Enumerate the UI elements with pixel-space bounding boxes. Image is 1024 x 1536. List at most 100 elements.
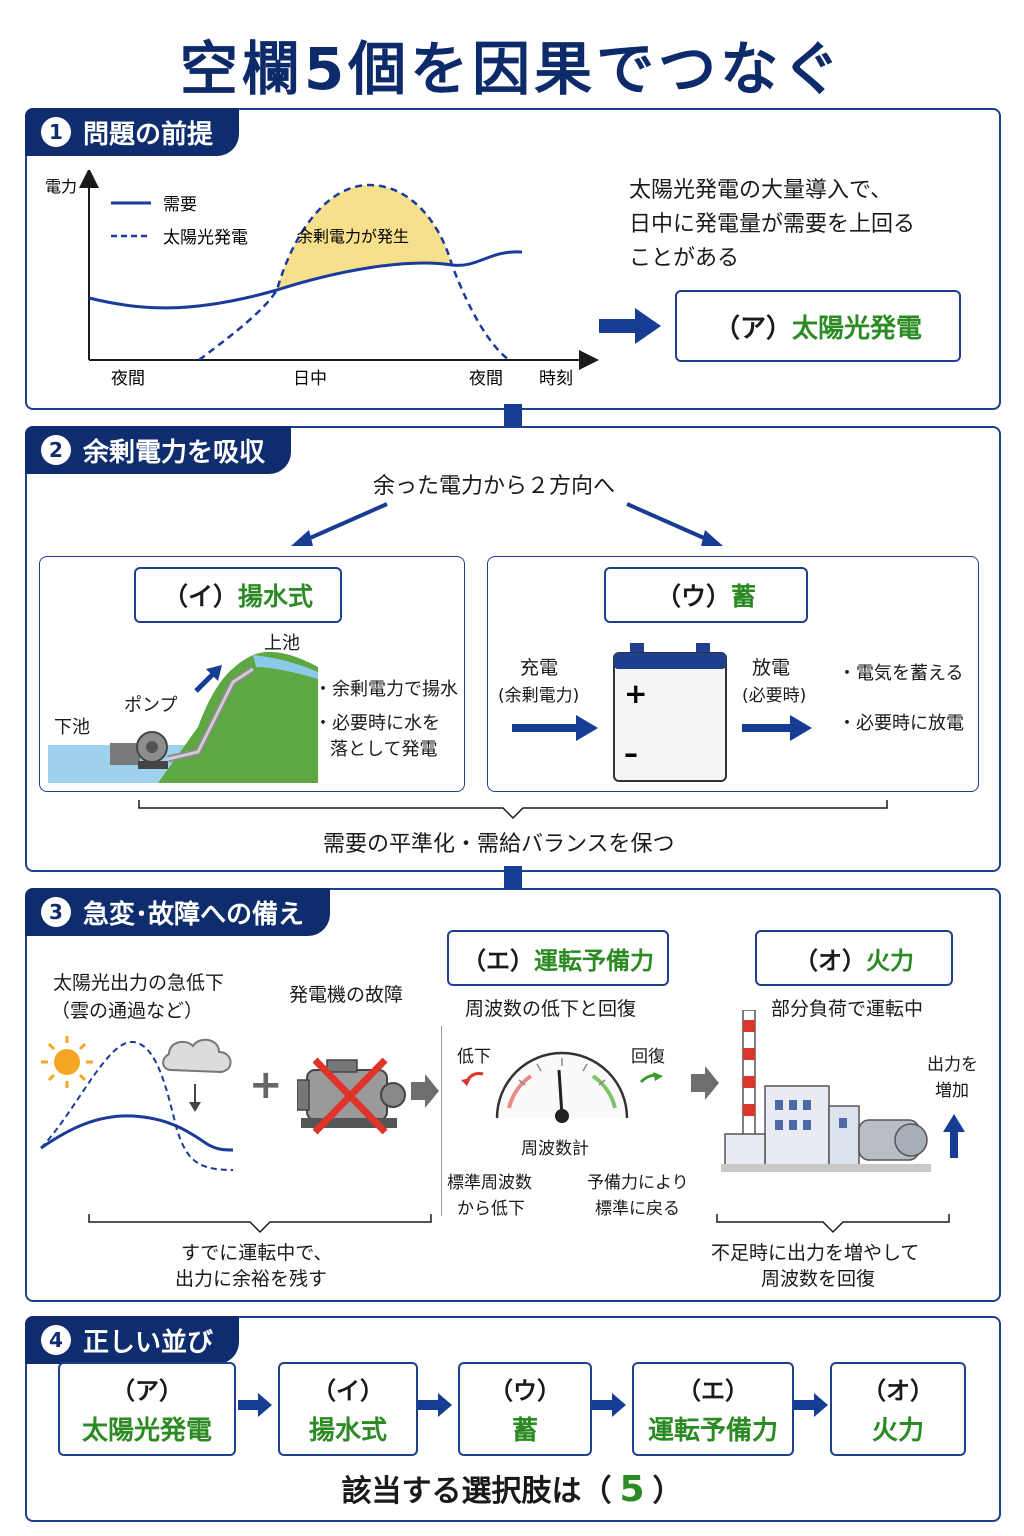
bottom-right-line-2: 周波数を回復 [761,1268,876,1290]
answer-box-e: （エ） 運転予備力 [447,930,669,986]
answer-value-u: 蓄 [731,582,757,611]
x-tick-night1: 夜間 [111,369,145,389]
battery-icon: + – [613,643,727,782]
final-answer-number: 5 [619,1469,645,1510]
section-header-4: 4 正しい並び [25,1316,240,1364]
discharge-sublabel: (必要時) [742,686,807,706]
answer-key-o: （オ） [794,946,866,975]
summary-brace [138,800,888,820]
upper-pond-label: 上池 [264,633,300,654]
pumped-bullet-2b: 落として発電 [330,739,438,760]
battery-plus: + [624,677,647,710]
left-brace [88,1214,432,1234]
order-item-1: （ア） 太陽光発電 [58,1362,236,1456]
section-title-1: 問題の前提 [83,119,214,150]
section-number-2: 2 [41,435,71,465]
page-title: 空欄5個を因果でつなぐ [179,35,845,103]
charge-label: 充電 [520,657,559,679]
chart-xlabel: 時刻 [539,369,573,389]
arrow-right-icon [599,308,661,344]
legend-solar: 太陽光発電 [163,228,248,248]
battery-bullet-1: ・電気を蓄える [838,663,964,684]
solar-drop-line-1: 太陽光出力の急低下 [53,972,225,994]
thermal-caption: 部分負荷で運転中 [771,998,924,1020]
divider [441,1026,442,1216]
right-brace [716,1214,950,1234]
note-left-2: から低下 [457,1199,525,1219]
note-left-1: 標準周波数 [447,1173,532,1193]
chevron-right-icon [411,1074,439,1108]
cloud-icon [162,1038,232,1074]
recover-arrow-icon [639,1072,663,1084]
gauge-recover-label: 回復 [631,1047,665,1067]
answer-value-a: 太陽光発電 [792,313,923,344]
chevron-right-icon [691,1066,719,1100]
note-right-1: 予備力により [587,1173,689,1193]
surplus-area [277,185,452,290]
order-key-4: （エ） [677,1377,749,1405]
section-number-4: 4 [41,1325,71,1355]
order-key-1: （ア） [111,1377,183,1405]
section-header-3: 3 急変･故障への備え [25,888,331,936]
output-up-line-1: 出力を [927,1055,978,1075]
section-title-4: 正しい並び [83,1327,214,1358]
answer-box-u: （ウ） 蓄 [604,567,808,623]
answer-box-i: （イ） 揚水式 [134,567,342,623]
order-key-5: （オ） [862,1377,934,1405]
order-value-3: 蓄 [511,1416,538,1446]
pumped-storage-panel: （イ） 揚水式 上池 ポンプ 下池 ・余剰電力で揚水 ・必要時に水を 落として発… [39,556,465,792]
order-value-4: 運転予備力 [647,1416,778,1446]
x-tick-day: 日中 [293,369,327,389]
gauge-name: 周波数計 [521,1139,589,1159]
section-header-2: 2 余剰電力を吸収 [25,426,292,474]
order-value-1: 太陽光発電 [81,1416,212,1446]
battery-minus: – [624,737,638,770]
section-title-2: 余剰電力を吸収 [83,437,266,468]
order-value-2: 揚水式 [308,1416,387,1446]
bottom-right-line-1: 不足時に出力を増やして [711,1242,920,1264]
two-directions-intro: 余った電力から２方向へ [373,474,616,499]
pumped-bullet-1: ・余剰電力で揚水 [314,679,458,700]
order-item-5: （オ） 火力 [830,1362,966,1456]
demand-curve [88,250,523,310]
gauge-low-label: 低下 [457,1047,491,1067]
order-value-5: 火力 [871,1416,924,1446]
premise-line-3: ことがある [629,246,740,271]
sun-icon [41,1036,93,1088]
thermal-plant-icon [721,1010,931,1172]
section-title-3: 急変･故障への備え [83,899,305,930]
low-arrow-icon [461,1072,484,1086]
section-header-1: 1 問題の前提 [25,108,240,156]
bottom-left-line-1: すでに運転中で、 [181,1242,333,1264]
order-item-4: （エ） 運転予備力 [632,1362,794,1456]
pump-label: ポンプ [124,695,178,716]
section-number-1: 1 [41,117,71,147]
arrow-right-icon [794,1393,828,1417]
charge-arrow-icon [512,715,598,741]
battery-bullet-2: ・必要時に放電 [838,713,964,734]
solar-curve [198,183,510,361]
solar-drop-line-2: （雲の通過など） [51,1000,204,1022]
answer-key-e: （エ） [462,946,534,975]
discharge-label: 放電 [752,657,791,679]
answer-value-e: 運転予備力 [534,946,654,975]
broken-generator-icon [297,1057,406,1135]
answer-box-o: （オ） 火力 [755,930,953,986]
frequency-caption: 周波数の低下と回復 [465,998,637,1020]
final-answer-suffix: ） [652,1474,683,1509]
lower-pond-label: 下池 [54,717,90,738]
frequency-gauge-icon [495,1051,629,1123]
output-up-arrow-icon [943,1114,965,1158]
arrow-right-icon [238,1393,272,1417]
legend-demand: 需要 [163,195,197,215]
output-up-line-2: 増加 [935,1081,969,1101]
x-tick-night2: 夜間 [469,369,503,389]
premise-line-1: 太陽光発電の大量導入で、 [629,178,893,203]
answer-key-u: （ウ） [655,582,731,611]
section-surplus-absorption: 2 余剰電力を吸収 余った電力から２方向へ （イ） 揚水式 [25,426,1001,872]
premise-line-2: 日中に発電量が需要を上回る [629,212,916,237]
charge-sublabel: (余剰電力) [498,686,580,706]
pumped-hydro-illustration [48,651,318,783]
solar-drop-illustration [40,1036,234,1171]
surplus-label: 余剰電力が発生 [297,227,409,246]
